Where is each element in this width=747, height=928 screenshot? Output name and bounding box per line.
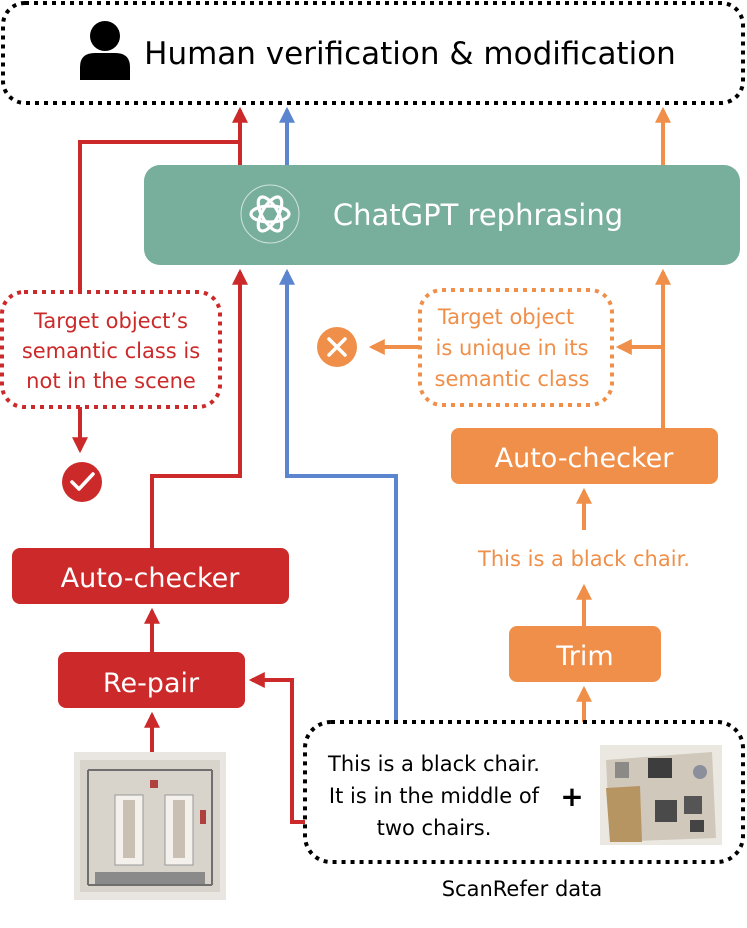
blue-branch — [279, 106, 398, 720]
scene-image-right — [600, 745, 722, 845]
scanrefer-data-box: This is a black chair. It is in the midd… — [303, 720, 745, 901]
orange-condition-line-1: Target object — [437, 305, 574, 329]
red-condition-line-1: Target object’s — [33, 309, 188, 333]
red-condition-box — [0, 290, 222, 409]
orange-condition-line-3: semantic class — [435, 367, 590, 391]
red-scanrefer-to-repair-arrow — [248, 672, 308, 824]
scanrefer-caption: ScanRefer data — [442, 877, 603, 901]
scanrefer-line-2: It is in the middle of — [329, 784, 540, 808]
orange-condition-line-2: is unique in its — [436, 336, 589, 360]
check-icon — [62, 462, 102, 502]
human-verification-box: Human verification & modification — [1, 1, 745, 105]
red-autochecker-box — [12, 548, 289, 604]
red-autochecker-to-chatgpt-arrow — [150, 268, 248, 548]
scene-image-left — [74, 752, 226, 900]
cross-icon — [317, 327, 357, 367]
red-branch: Target object’s semantic class is not in… — [0, 106, 308, 900]
plus-sign: + — [560, 780, 583, 813]
blue-scanrefer-to-chatgpt-arrow — [279, 268, 398, 720]
person-icon — [80, 21, 130, 80]
red-repair-label: Re-pair — [103, 668, 200, 699]
red-condition-line-2: semantic class is — [22, 339, 200, 363]
orange-autochecker-label: Auto-checker — [495, 443, 675, 474]
red-condition-line-3: not in the scene — [26, 369, 196, 393]
orange-trimmed-text: This is a black chair. — [477, 547, 690, 571]
orange-trim-box — [509, 626, 661, 682]
scanrefer-line-3: two chairs. — [377, 816, 492, 840]
orange-autochecker-box — [451, 428, 718, 484]
openai-logo-icon — [240, 184, 300, 244]
chatgpt-title: ChatGPT rephrasing — [333, 198, 623, 232]
red-condition-to-human-line — [78, 140, 240, 292]
red-repair-box — [58, 652, 245, 708]
red-autochecker-label: Auto-checker — [61, 563, 241, 594]
human-verification-title: Human verification & modification — [144, 36, 676, 72]
chatgpt-rephrasing-box: ChatGPT rephrasing — [144, 165, 740, 265]
orange-branch: Target object is unique in its semantic … — [317, 106, 718, 722]
orange-trim-label: Trim — [555, 641, 613, 672]
scanrefer-line-1: This is a black chair. — [327, 752, 540, 776]
